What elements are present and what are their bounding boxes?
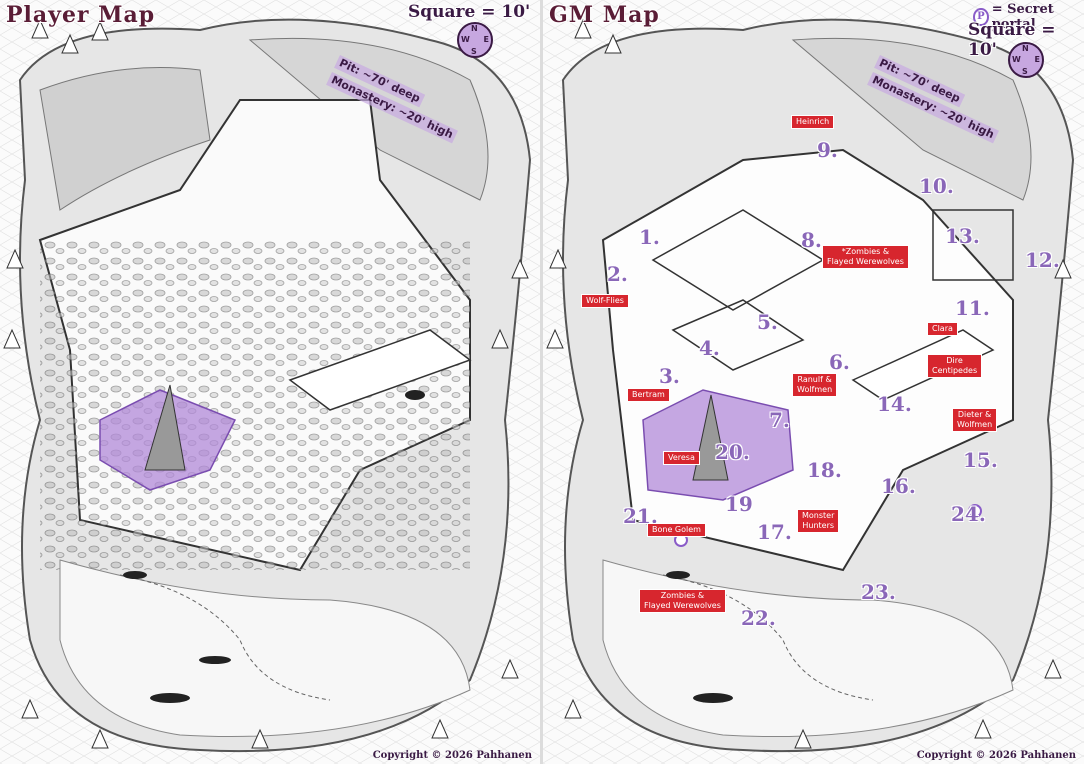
room-number: 11.: [955, 296, 990, 320]
gm-map-title: GM Map: [549, 2, 660, 28]
label-bertram: Bertram: [627, 388, 670, 402]
room-number: 2.: [607, 262, 628, 286]
room-number: 15.: [963, 448, 998, 472]
room-number: 9.: [817, 138, 838, 162]
gm-copyright: Copyright © 2026 Pahhanen: [916, 750, 1076, 761]
room-number: 20.: [715, 440, 750, 464]
panel-divider: [540, 0, 543, 764]
label-ranulf-wolfmen: Ranulf & Wolfmen: [792, 373, 838, 397]
label-zombies-bottom: Zombies & Flayed Werewolves: [639, 589, 726, 613]
legend-text: = Secret portal: [991, 2, 1054, 32]
player-map-illustration: [0, 0, 540, 764]
secret-portal-legend: P = Secret portal: [973, 2, 1084, 32]
player-copyright: Copyright © 2026 Pahhanen: [372, 750, 532, 761]
label-heinrich: Heinrich: [791, 115, 835, 129]
room-number: 17.: [757, 520, 792, 544]
gm-map-panel: GM Map P = Secret portal Square = 10' N …: [543, 0, 1084, 764]
room-number: 5.: [757, 310, 778, 334]
room-number: 12.: [1025, 248, 1060, 272]
player-map-scale: Square = 10': [408, 2, 531, 22]
room-number: 19: [725, 492, 753, 516]
label-wolf-flies: Wolf-Flies: [581, 294, 629, 308]
room-number: 23.: [861, 580, 896, 604]
room-number: 14.: [877, 392, 912, 416]
gm-map-scale: Square = 10': [968, 20, 1056, 60]
room-number: 16.: [881, 474, 916, 498]
label-monster-hunters: Monster Hunters: [797, 509, 840, 533]
player-compass-icon: N S E W: [457, 22, 493, 58]
player-map-title: Player Map: [6, 2, 156, 28]
gm-compass-icon: N S E W: [1008, 42, 1044, 78]
room-number: 10.: [919, 174, 954, 198]
room-number: 6.: [829, 350, 850, 374]
room-number: 7.: [769, 408, 790, 432]
room-number: 18.: [807, 458, 842, 482]
room-number: 3.: [659, 364, 680, 388]
room-number: 13.: [945, 224, 980, 248]
room-number: 1.: [639, 225, 660, 249]
label-dieter-wolfmen: Dieter & Wolfmen: [952, 408, 998, 432]
label-zombies-top: *Zombies & Flayed Werewolves: [822, 245, 909, 269]
room-number: 22.: [741, 606, 776, 630]
room-number: 24.: [951, 502, 986, 526]
label-dire-centipedes: Dire Centipedes: [927, 354, 983, 378]
player-map-panel: Player Map Square = 10' N S E W Pit: ~70…: [0, 0, 540, 764]
room-number: 8.: [801, 228, 822, 252]
label-clara: Clara: [927, 322, 958, 336]
label-bone-golem: Bone Golem: [647, 523, 706, 537]
secret-portal-icon: P: [973, 8, 989, 26]
label-veresa: Veresa: [663, 451, 700, 465]
room-number: 4.: [699, 336, 720, 360]
